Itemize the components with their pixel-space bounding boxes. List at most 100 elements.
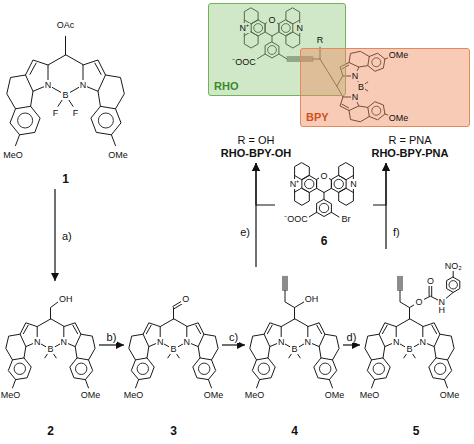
bond	[285, 291, 295, 308]
atom-label: F	[72, 108, 80, 118]
bond	[429, 358, 452, 380]
bond	[131, 358, 154, 380]
bond	[400, 291, 410, 320]
atom-label: B	[169, 344, 177, 354]
atom-label: N	[60, 337, 69, 347]
bond	[331, 212, 339, 217]
bond	[434, 334, 454, 360]
bond	[267, 325, 272, 334]
atom-label: OMe	[107, 150, 129, 160]
aromatic-ring	[305, 179, 314, 188]
product-name: RHO-BPY-PNA	[371, 147, 448, 160]
substituent-note: R = OH	[238, 134, 275, 147]
reaction-arrow	[222, 344, 245, 345]
bond	[136, 380, 139, 388]
bond	[400, 276, 401, 290]
bond	[402, 276, 403, 290]
atom-label: MeO	[244, 390, 266, 400]
bond	[16, 135, 20, 146]
atom-label: ⁻OOC	[283, 214, 309, 224]
bond	[287, 276, 288, 290]
atom-label: H	[438, 305, 447, 315]
step-label: c)	[228, 331, 239, 343]
bond	[329, 380, 332, 388]
bond	[111, 135, 115, 146]
bond	[295, 302, 305, 319]
bond	[13, 380, 16, 388]
atom-label: N⁺	[239, 23, 251, 33]
atom-label: O	[181, 294, 190, 304]
bond	[317, 200, 332, 217]
reaction-arrow	[343, 344, 360, 345]
bond	[295, 163, 310, 180]
atom-label: N	[183, 337, 192, 347]
atom-label: N	[419, 337, 428, 347]
step-label: f)	[392, 226, 401, 238]
atom-label: N	[79, 80, 88, 90]
compound-number: 3	[170, 424, 177, 438]
bond	[339, 163, 354, 180]
compound-structure: 2	[3, 283, 98, 440]
bond	[429, 286, 430, 296]
atom-label: OMe	[80, 390, 102, 400]
atom-label: N⁺	[289, 179, 301, 189]
fragment-box: BPY	[300, 48, 470, 127]
bond	[295, 188, 310, 205]
atom-label: MeO	[359, 390, 381, 400]
atom-label: N	[349, 179, 358, 189]
aromatic-ring	[137, 363, 148, 374]
atom-label: O	[267, 15, 276, 25]
atom-label: N	[277, 337, 286, 347]
bond	[91, 106, 121, 135]
bond	[70, 358, 93, 380]
bond	[208, 380, 211, 388]
bond	[23, 325, 28, 334]
product-label: R = PNARHO-BPY-PNA	[367, 133, 453, 160]
atom-label: B	[290, 344, 298, 354]
product-label: R = OHRHO-BPY-OH	[217, 133, 296, 160]
bond	[324, 193, 325, 200]
step-label: b)	[106, 331, 118, 343]
bond	[367, 358, 390, 380]
aromatic-ring	[75, 363, 86, 374]
atom-label: OAc	[56, 20, 76, 30]
aromatic-ring	[258, 363, 269, 374]
compound-number: 4	[291, 424, 298, 438]
reaction-arrow	[256, 163, 275, 205]
bond	[431, 286, 432, 296]
bond	[193, 358, 216, 380]
atom-label: B	[61, 90, 69, 100]
bond	[453, 271, 454, 278]
compound-number: 2	[47, 424, 54, 438]
bond	[75, 334, 95, 360]
atom-label: O	[414, 297, 423, 307]
atom-label: N	[351, 92, 360, 102]
aromatic-ring	[319, 203, 328, 212]
bond	[382, 325, 387, 334]
bond	[432, 325, 437, 334]
atom-label: N	[295, 23, 304, 33]
reaction-arrow	[373, 163, 386, 205]
bond	[250, 334, 270, 360]
bond	[6, 334, 26, 360]
bond	[8, 358, 31, 380]
aromatic-ring	[319, 363, 330, 374]
atom-label: NO₂	[444, 261, 463, 271]
reaction-arrow	[54, 189, 55, 281]
atom-label: N	[392, 337, 401, 347]
bond	[285, 276, 286, 290]
atom-label: N	[33, 337, 42, 347]
fragment-name: RHO	[214, 80, 238, 93]
atom-label: MeO	[2, 150, 24, 160]
bond	[283, 276, 284, 290]
bond	[398, 276, 399, 290]
bond	[73, 325, 78, 334]
aromatic-ring	[14, 363, 25, 374]
compound-number: 6	[321, 234, 328, 248]
reaction-arrow	[99, 344, 124, 345]
compound-number: 1	[62, 172, 69, 186]
bond	[174, 304, 183, 309]
step-label: e)	[239, 226, 251, 238]
atom-label: OH	[304, 294, 320, 304]
